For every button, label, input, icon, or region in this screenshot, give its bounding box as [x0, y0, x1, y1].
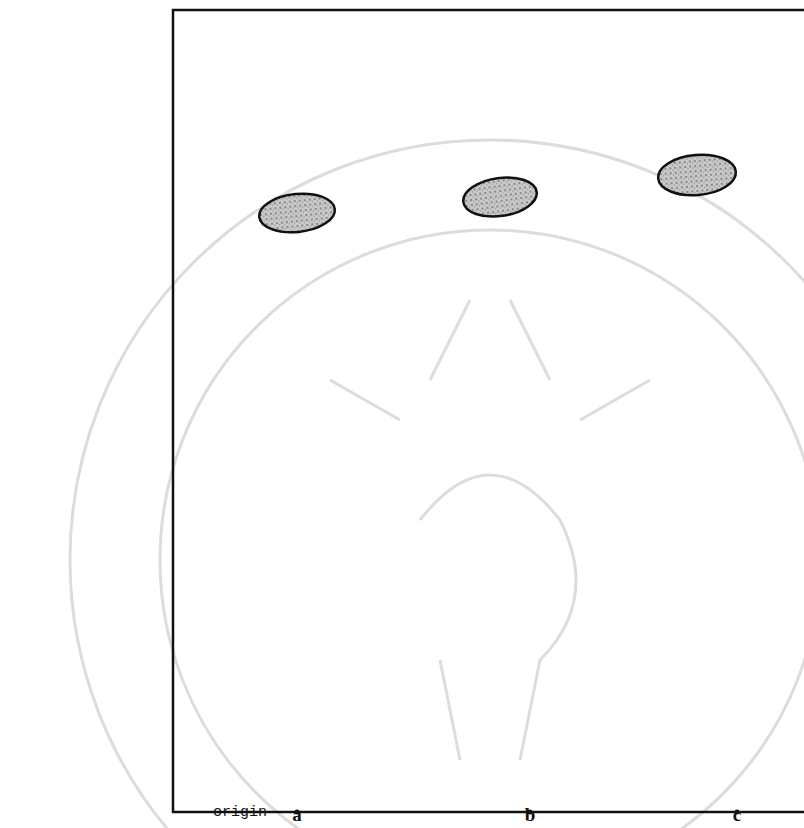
spot-a: [257, 190, 337, 236]
watermark-emblem: [70, 140, 804, 828]
lane-label: a: [292, 805, 302, 824]
origin-dots: [295, 810, 740, 815]
lane-label: c: [733, 805, 741, 824]
spot-b: [461, 173, 540, 221]
tlc-spots: [257, 152, 737, 236]
spot-c: [656, 152, 737, 199]
origin-label: origin: [213, 805, 267, 820]
lane-label: b: [525, 805, 536, 824]
plate-outline: [173, 10, 804, 812]
